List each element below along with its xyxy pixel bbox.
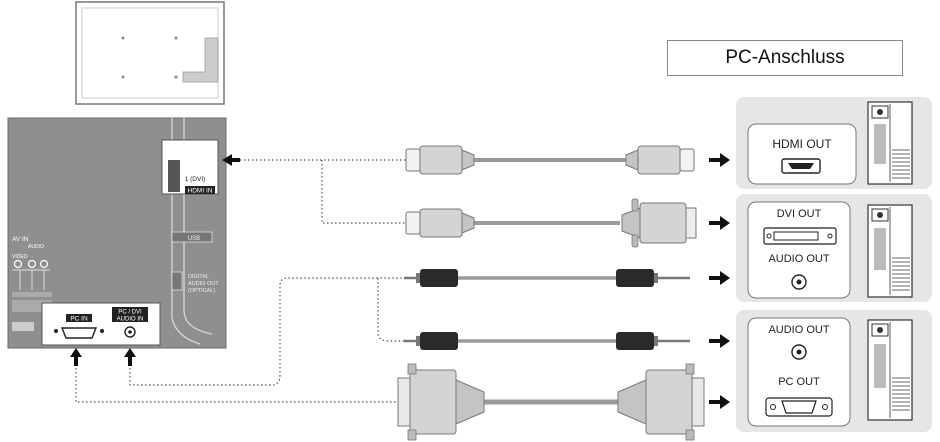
audio-out-label-2: AUDIO OUT	[768, 324, 829, 336]
hdmi-in-number-label: 1 (DVI)	[185, 176, 206, 183]
av-in-label: AV IN	[12, 236, 29, 243]
pc-out-label: PC OUT	[778, 376, 820, 388]
audio-cable-1	[404, 269, 690, 287]
pc-tower-icon	[867, 204, 913, 298]
digital-audio-label-3: (OPTICAL)	[188, 288, 215, 294]
pc-tower-icon	[867, 319, 913, 421]
pc-tower-icon	[867, 101, 913, 185]
pc-dvi-audio-in-label-2: AUDIO IN	[117, 317, 144, 323]
hdmi-out-label: HDMI OUT	[772, 137, 832, 151]
pc-dvi-audio-in-label-1: PC / DVI	[118, 310, 142, 316]
usb-label: USB	[188, 236, 200, 242]
tv-rear-panel: 1 (DVI) HDMI IN USB DIGITAL AUDIO OUT (O…	[7, 117, 227, 349]
hdmi-cable	[405, 145, 695, 175]
dotted-routing-lines	[75, 159, 406, 403]
digital-audio-label-1: DIGITAL	[188, 274, 209, 280]
page-title: PC-Anschluss	[667, 40, 903, 76]
d-sub-cable	[397, 363, 705, 441]
dvi-out-label: DVI OUT	[777, 208, 822, 220]
hdmi-to-dvi-cable	[405, 198, 697, 248]
pc-in-label: PC IN	[70, 316, 88, 323]
digital-audio-label-2: AUDIO OUT	[188, 281, 219, 287]
audio-label: AUDIO	[28, 244, 44, 250]
audio-out-label-1: AUDIO OUT	[768, 253, 829, 265]
tv-input-arrows	[70, 154, 240, 366]
video-label: VIDEO	[12, 254, 28, 260]
hdmi-in-label: HDMI IN	[188, 188, 213, 195]
tv-front-outline	[75, 1, 225, 105]
device-output-arrows	[709, 153, 730, 409]
audio-cable-2	[404, 332, 690, 350]
